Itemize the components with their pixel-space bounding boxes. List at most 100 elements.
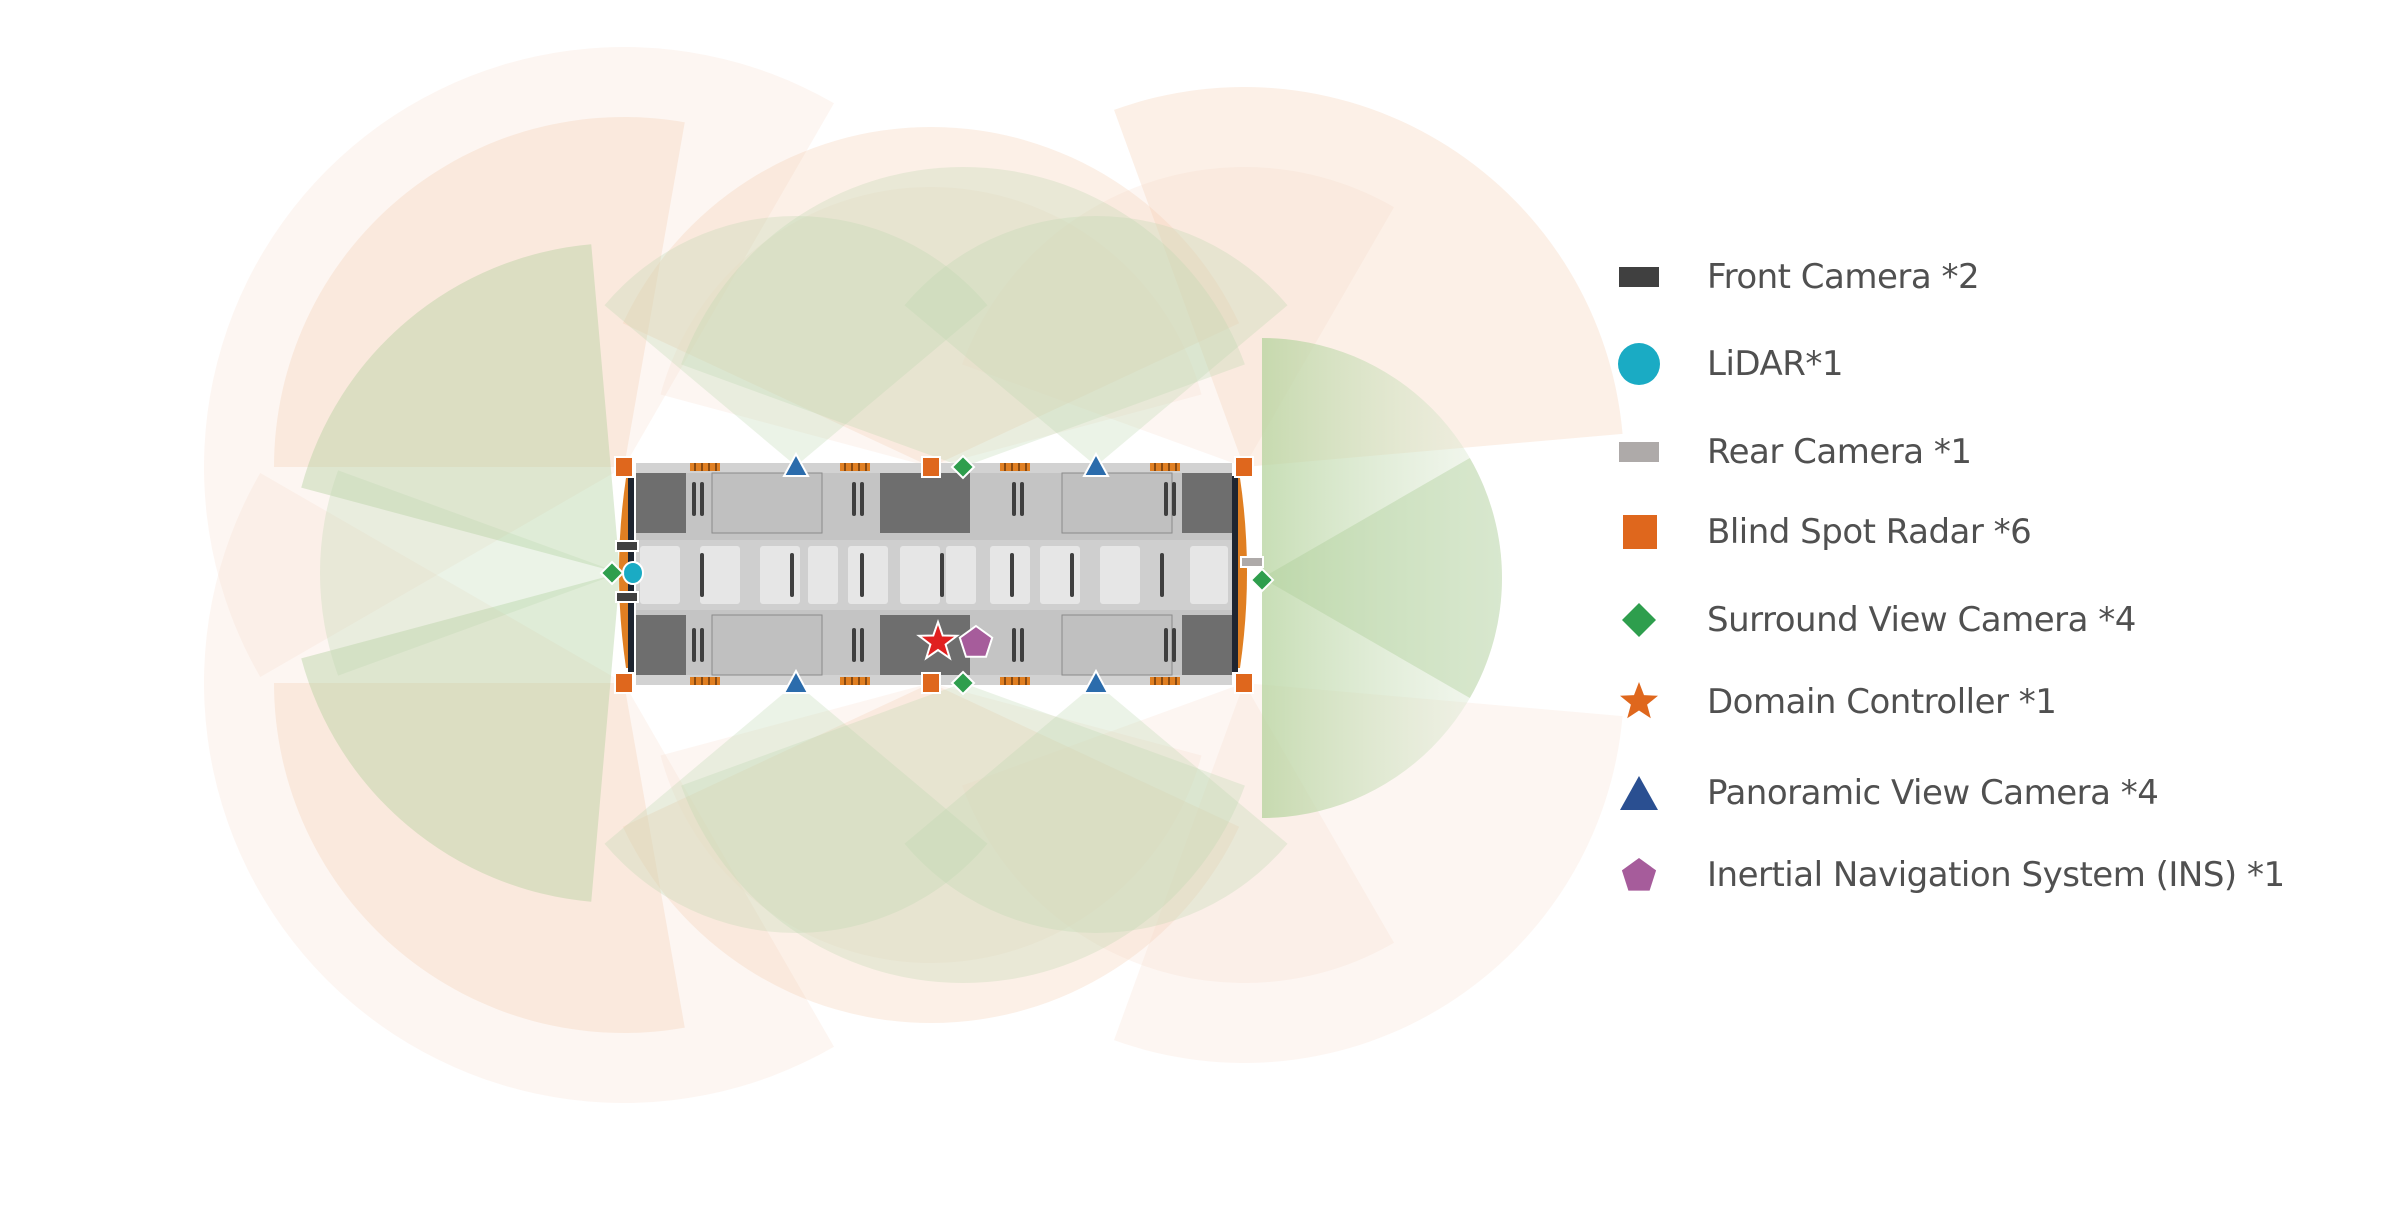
vent-slat (851, 463, 853, 471)
surround-view-camera-icon (599, 560, 625, 586)
handle-bar (1012, 628, 1016, 662)
handle-bar (860, 482, 864, 516)
floor-tile (848, 546, 888, 604)
coverage-layer (203, 46, 1623, 1104)
legend-item-lidar: LiDAR*1 (1615, 343, 1844, 385)
aisle-pole (1160, 553, 1164, 597)
compartment (1182, 473, 1232, 533)
front-camera-icon (615, 540, 639, 552)
handle-bar (700, 628, 704, 662)
handle-bar (852, 628, 856, 662)
legend-item-front-camera: Front Camera *2 (1615, 257, 1980, 297)
aisle-pole (700, 553, 704, 597)
legend-label: Front Camera *2 (1707, 257, 1980, 297)
vent-slat (865, 463, 867, 471)
legend-label: Rear Camera *1 (1707, 432, 1972, 472)
vent (690, 677, 720, 685)
surround-view-camera-icon (950, 670, 976, 696)
floor-tile (700, 546, 740, 604)
rear-camera-icon (1615, 432, 1663, 472)
handle-bar (852, 482, 856, 516)
vent (1150, 463, 1180, 471)
legend-item-blind-spot-radar: Blind Spot Radar *6 (1615, 512, 2032, 552)
vent-slat (694, 463, 696, 471)
panoramic-view-camera-icon (1082, 668, 1110, 694)
star-shape (1620, 682, 1658, 719)
vent-slat (844, 677, 846, 685)
star-icon (1615, 682, 1663, 722)
vent-slat (1154, 677, 1156, 685)
vent-slat (851, 677, 853, 685)
vent (1150, 677, 1180, 685)
radar-square-icon (1615, 512, 1663, 552)
floor-tile (1100, 546, 1140, 604)
floor-tile (900, 546, 940, 604)
handle-bar (1164, 482, 1168, 516)
blind-spot-radar-icon (614, 672, 634, 694)
sensor-markers (599, 451, 1275, 696)
rear-window (1232, 476, 1238, 672)
pentagon-icon (1615, 855, 1663, 895)
legend-item-surround-view-camera: Surround View Camera *4 (1615, 600, 2136, 640)
radar-coverage-fan (622, 127, 1240, 468)
vent (690, 463, 720, 471)
vent-slat (715, 677, 717, 685)
vent-slat (1018, 677, 1020, 685)
vent-slat (1168, 677, 1170, 685)
camera-coverage-fan (904, 683, 1288, 933)
handle-bar (1172, 482, 1176, 516)
radar-coverage-fan (660, 186, 1202, 467)
panoramic-view-camera-icon (782, 451, 810, 477)
vent-slat (1175, 677, 1177, 685)
handle-bar (1012, 482, 1016, 516)
vent-slat (858, 463, 860, 471)
vent-slat (701, 677, 703, 685)
compartment (1182, 615, 1232, 675)
handle-bar (1172, 628, 1176, 662)
vent-slat (1175, 463, 1177, 471)
handle-bar (1020, 628, 1024, 662)
vent (840, 677, 870, 685)
rear-camera-icon (1240, 556, 1264, 568)
vent (840, 463, 870, 471)
seat-panel (1061, 614, 1173, 676)
orange-vents (690, 463, 1180, 685)
surround-view-camera-icon (1249, 567, 1275, 593)
vent-slat (1011, 463, 1013, 471)
seat-panel (711, 472, 823, 534)
radar-coverage-fan (1114, 683, 1623, 1064)
vent-slat (1018, 463, 1020, 471)
compartment (636, 473, 686, 533)
radar-coverage-fan (203, 46, 835, 678)
vent-slat (1004, 677, 1006, 685)
aisle-pole (1070, 553, 1074, 597)
vent-slat (1161, 463, 1163, 471)
vent-slat (844, 463, 846, 471)
aisle-pole (940, 553, 944, 597)
floor-tile (808, 546, 838, 604)
camera-coverage-fan (1262, 458, 1502, 698)
vent-slat (1004, 463, 1006, 471)
triangle-icon (1615, 773, 1663, 813)
legend-item-domain-controller: Domain Controller *1 (1615, 682, 2057, 722)
legend-item-rear-camera: Rear Camera *1 (1615, 432, 1972, 472)
radar-coverage-fan (203, 473, 835, 1104)
camera-coverage-fan (301, 244, 620, 574)
blind-spot-radar-icon (1234, 456, 1254, 478)
handle-bar (692, 628, 696, 662)
vent (1000, 677, 1030, 685)
camera-coverage-fan (681, 166, 1245, 467)
compartment (880, 615, 970, 675)
radar-coverage-fan (274, 117, 685, 467)
pentagon-shape (1621, 858, 1657, 891)
floor-tile (946, 546, 976, 604)
legend-label: Panoramic View Camera *4 (1707, 773, 2159, 813)
blind-spot-radar-icon (921, 672, 941, 694)
radar-coverage-fan (274, 683, 685, 1033)
ins-pentagon-icon (958, 624, 994, 658)
handle-bar (1164, 628, 1168, 662)
vent-slat (1011, 677, 1013, 685)
vent-slat (708, 463, 710, 471)
vent-slat (715, 463, 717, 471)
handle-bar (692, 482, 696, 516)
